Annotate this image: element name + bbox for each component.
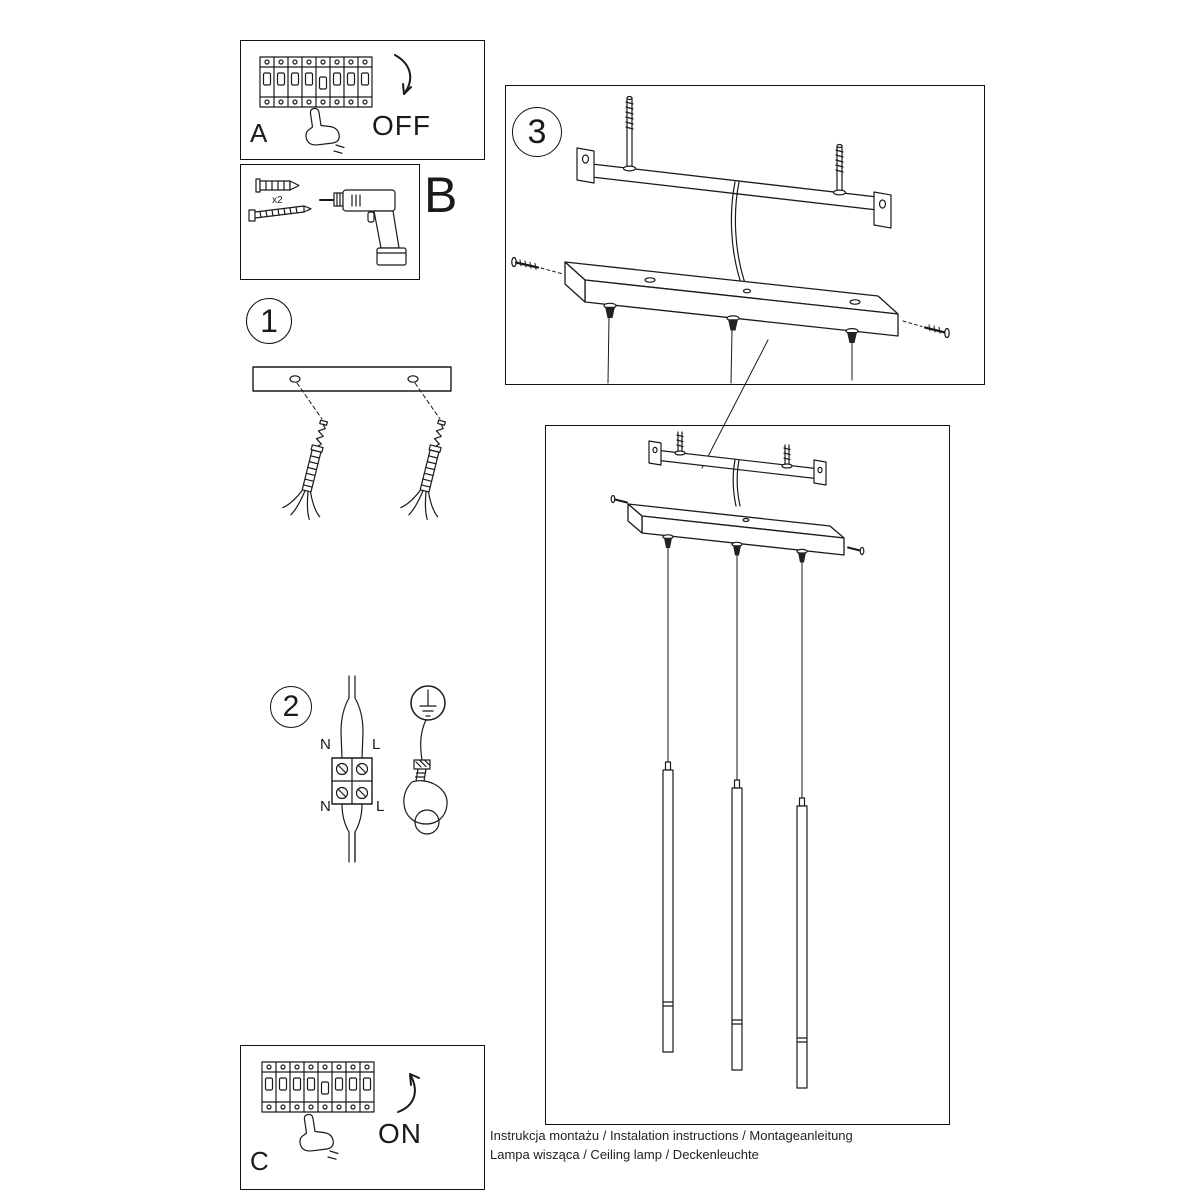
side-screw-icon [610, 494, 628, 504]
threaded-stud-icon [622, 95, 637, 172]
threaded-stud-icon [781, 444, 793, 469]
cable-gland-icon [845, 328, 859, 381]
breaker-panel-off-illustration [259, 54, 412, 154]
wire-n-bottom-label: N [320, 798, 331, 815]
wire-l-top-label: L [372, 736, 381, 753]
off-label: OFF [372, 110, 431, 141]
wall-plug-icon [255, 178, 300, 193]
cable-gland-icon [796, 548, 808, 563]
on-label: ON [378, 1118, 422, 1149]
step-3-frame [505, 85, 985, 385]
pendant-tube [796, 797, 808, 1089]
footer-title-line: Instrukcja montażu / Instalation instruc… [490, 1128, 853, 1143]
off-arrow-icon [394, 54, 412, 95]
exploded-bracket-illustration [576, 95, 892, 287]
step-3-badge: 3 [512, 107, 562, 157]
assembled-lamp-illustration [610, 431, 865, 1089]
breaker-panel-on-illustration [261, 1061, 420, 1160]
plug-quantity-label: x2 [272, 195, 283, 206]
cable-gland-icon [662, 534, 674, 548]
step-b-label: B [424, 167, 458, 223]
mains-cable-illustration [340, 675, 364, 863]
step-a-label: A [250, 118, 268, 148]
wall-anchor-icon [281, 415, 344, 523]
cable-gland-icon [726, 315, 740, 384]
pendant-tube [662, 761, 674, 1053]
screw-icon [248, 205, 312, 222]
side-screw-icon [902, 320, 950, 339]
cable-gland-icon [603, 302, 617, 384]
on-arrow-icon [397, 1073, 420, 1113]
step-1-badge: 1 [246, 298, 292, 344]
step-2-number: 2 [282, 690, 300, 723]
side-screw-icon [847, 546, 865, 556]
side-screw-icon [511, 256, 564, 275]
assembled-lamp-frame [545, 425, 950, 1125]
wire-n-top-label: N [320, 736, 331, 753]
wire-l-bottom-label: L [376, 798, 385, 815]
threaded-stud-icon [832, 143, 847, 196]
leader-line [701, 339, 769, 469]
wall-anchor-icon [399, 415, 462, 523]
cable-gland-icon [731, 541, 743, 556]
pendant-tube [731, 779, 743, 1071]
step-3-number: 3 [527, 112, 547, 151]
threaded-stud-icon [674, 431, 686, 456]
step-c-label: C [250, 1146, 269, 1176]
step-1-number: 1 [260, 302, 278, 339]
cable-clamp-icon [403, 719, 448, 835]
step-c-frame [240, 1045, 485, 1190]
step-a-frame [240, 40, 485, 160]
earth-symbol-icon [410, 685, 446, 721]
mounting-plate-illustration [252, 366, 462, 523]
canopy-exploded-illustration [511, 256, 950, 384]
step-b-frame [240, 164, 420, 280]
step-2-badge: 2 [270, 686, 312, 728]
terminal-block-illustration [331, 757, 373, 805]
drill-icon [319, 189, 407, 266]
footer-product-line: Lampa wisząca / Ceiling lamp / Deckenleu… [490, 1147, 759, 1162]
